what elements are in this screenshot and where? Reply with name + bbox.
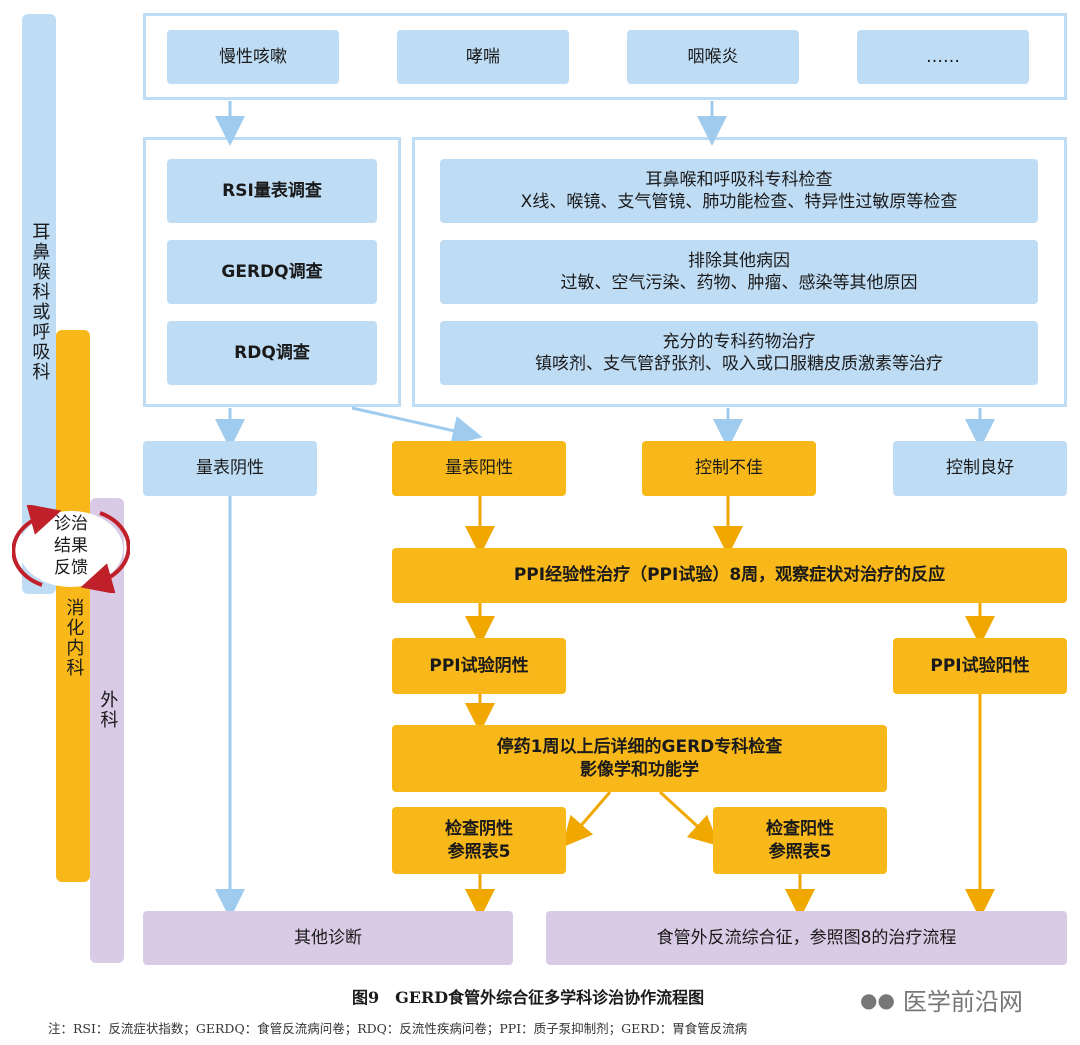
symptoms-frame	[143, 13, 1067, 100]
footnote-text: 注：RSI：反流症状指数；GERDQ：食管反流病问卷；RDQ：反流性疾病问卷；P…	[48, 1021, 748, 1036]
survey-rsi-label: RSI量表调查	[222, 180, 322, 201]
ppi-positive: PPI试验阳性	[893, 638, 1067, 694]
footnote: 注：RSI：反流症状指数；GERDQ：食管反流病问卷；RDQ：反流性疾病问卷；P…	[48, 1018, 747, 1037]
arrow-surveys-positive	[351, 406, 483, 446]
survey-rdq-label: RDQ调查	[234, 342, 310, 363]
specialist-exam-line1: 耳鼻喉和呼吸科专科检查	[645, 169, 833, 190]
arrow-exam-positive	[658, 790, 720, 847]
ppi-trial: PPI经验性治疗（PPI试验）8周，观察症状对治疗的反应	[392, 548, 1067, 603]
feedback-text: 诊治 结果 反馈	[46, 513, 96, 579]
scale-negative-label: 量表阴性	[196, 458, 264, 479]
symptom-chronic-cough: 慢性咳嗽	[167, 30, 339, 84]
survey-rsi: RSI量表调查	[167, 159, 377, 223]
feedback-cycle: 诊治 结果 反馈	[11, 503, 131, 595]
gerd-exam-line1: 停药1周以上后详细的GERD专科检查	[496, 737, 783, 758]
surgery-label-text: 外科	[97, 690, 119, 730]
surgery-label: 外科	[92, 690, 122, 736]
figure-caption-text: 图9 GERD食管外综合征多学科诊治协作流程图	[352, 988, 705, 1007]
poor-control: 控制不佳	[642, 441, 816, 496]
gerd-exam: 停药1周以上后详细的GERD专科检查 影像学和功能学	[392, 725, 887, 792]
other-diagnosis-label: 其他诊断	[294, 927, 362, 948]
gerd-exam-line2: 影像学和功能学	[580, 759, 699, 780]
exam-positive-line2: 参照表5	[768, 841, 832, 862]
symptom-more: ……	[857, 30, 1029, 84]
scale-positive-label: 量表阳性	[445, 458, 513, 479]
symptom-pharyngitis-label: 咽喉炎	[687, 46, 739, 67]
scale-negative: 量表阴性	[143, 441, 317, 496]
ppi-trial-label: PPI经验性治疗（PPI试验）8周，观察症状对治疗的反应	[513, 565, 946, 586]
good-control-label: 控制良好	[946, 458, 1014, 479]
feedback-line-3: 反馈	[54, 558, 88, 579]
ppi-positive-label: PPI试验阳性	[930, 655, 1030, 676]
other-diagnosis: 其他诊断	[143, 911, 513, 965]
ent-resp-label-text: 耳鼻喉科或呼吸科	[29, 222, 51, 382]
survey-rdq: RDQ调查	[167, 321, 377, 385]
ppi-negative: PPI试验阴性	[392, 638, 566, 694]
survey-gerdq: GERDQ调查	[167, 240, 377, 304]
watermark-text: 医学前沿网	[902, 988, 1023, 1016]
symptom-more-label: ……	[926, 46, 960, 67]
specialist-frame	[412, 137, 1067, 407]
feedback-cycle-arrows-icon	[11, 503, 131, 595]
exam-negative: 检查阴性 参照表5	[392, 807, 566, 874]
specialist-exclude-line2: 过敏、空气污染、药物、肿瘤、感染等其他原因	[560, 273, 918, 293]
exam-positive-line1: 检查阳性	[766, 819, 834, 840]
symptom-chronic-cough-label: 慢性咳嗽	[219, 46, 287, 67]
specialist-treatment-line1: 充分的专科药物治疗	[662, 331, 816, 352]
watermark: ●● 医学前沿网	[860, 982, 1023, 1017]
specialist-exam-line2: X线、喉镜、支气管镜、肺功能检查、特异性过敏原等检查	[520, 192, 958, 212]
extra-esophageal: 食管外反流综合征，参照图8的治疗流程	[546, 911, 1067, 965]
symptom-pharyngitis: 咽喉炎	[627, 30, 799, 84]
good-control: 控制良好	[893, 441, 1067, 496]
specialist-treatment-line2: 镇咳剂、支气管舒张剂、吸入或口服糖皮质激素等治疗	[535, 354, 943, 374]
surveys-frame	[143, 137, 401, 407]
ppi-negative-label: PPI试验阴性	[429, 655, 529, 676]
specialist-exclude-line1: 排除其他病因	[688, 250, 790, 271]
ent-resp-bar	[22, 14, 56, 594]
ent-resp-label: 耳鼻喉科或呼吸科	[24, 222, 54, 388]
feedback-line-2: 结果	[54, 536, 88, 557]
symptom-asthma: 哮喘	[397, 30, 569, 84]
symptom-asthma-label: 哮喘	[466, 46, 500, 67]
exam-negative-line2: 参照表5	[447, 841, 511, 862]
specialist-treatment: 充分的专科药物治疗 镇咳剂、支气管舒张剂、吸入或口服糖皮质激素等治疗	[440, 321, 1038, 385]
gi-label-text: 消化内科	[63, 598, 85, 678]
feedback-line-1: 诊治	[54, 514, 88, 534]
survey-gerdq-label: GERDQ调查	[221, 261, 323, 282]
gi-label: 消化内科	[58, 598, 88, 684]
figure-caption: 图9 GERD食管外综合征多学科诊治协作流程图	[352, 984, 704, 1008]
specialist-exam: 耳鼻喉和呼吸科专科检查 X线、喉镜、支气管镜、肺功能检查、特异性过敏原等检查	[440, 159, 1038, 223]
specialist-exclude: 排除其他病因 过敏、空气污染、药物、肿瘤、感染等其他原因	[440, 240, 1038, 304]
arrow-exam-negative	[562, 791, 612, 848]
scale-positive: 量表阳性	[392, 441, 566, 496]
extra-esophageal-label: 食管外反流综合征，参照图8的治疗流程	[656, 927, 957, 948]
exam-negative-line1: 检查阴性	[445, 819, 513, 840]
exam-positive: 检查阳性 参照表5	[713, 807, 887, 874]
wechat-icon: ●●	[860, 987, 895, 1012]
poor-control-label: 控制不佳	[695, 458, 763, 479]
gi-bar	[56, 330, 90, 882]
